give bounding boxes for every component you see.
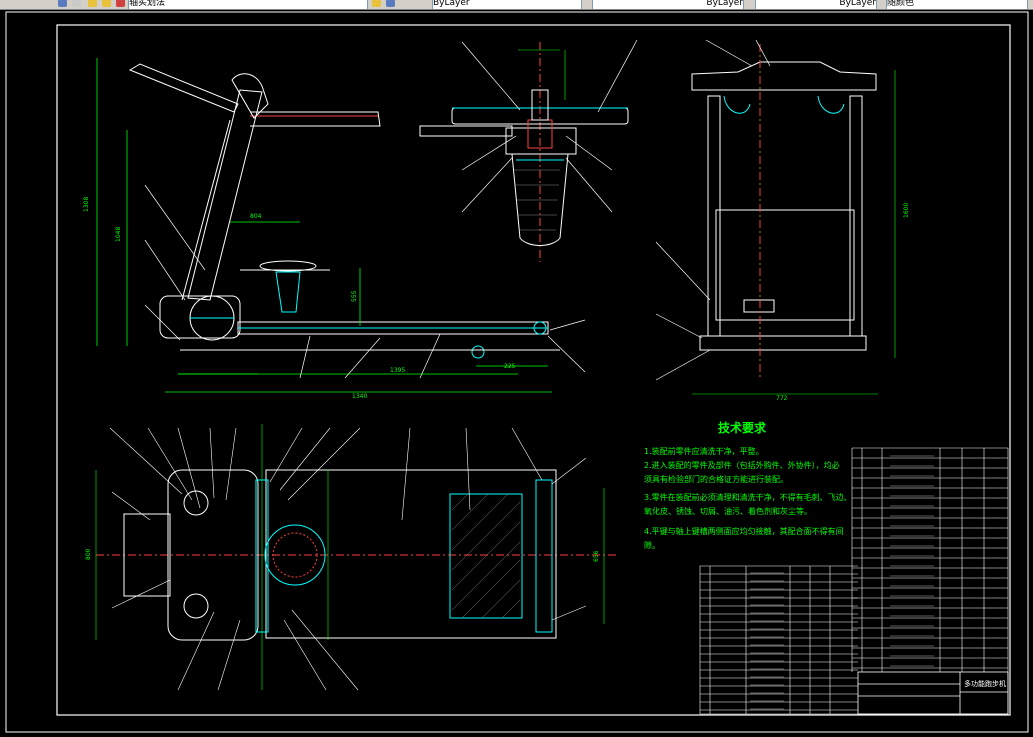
title-block-name: 多功能跑步机 (964, 679, 1006, 688)
plotstyle-combo[interactable]: 随颜色 (886, 0, 1028, 9)
front-view-leaders (655, 39, 771, 381)
make-current-icon[interactable] (372, 0, 381, 7)
dim-label: 1308 (83, 197, 90, 212)
top-view-dims (95, 424, 605, 690)
seat-detail-leaders (461, 39, 638, 213)
parts-list-table (699, 447, 1009, 715)
tech-note-line: 2.进入装配的零件及部件（包括外购件、外协件），均必 (644, 460, 840, 470)
drawing-canvas[interactable]: 1308 1048 804 555 1395 1340 225 (0, 10, 1033, 737)
dim-label: 1600 (903, 203, 910, 218)
linetype-combo[interactable]: ByLayer (592, 0, 744, 9)
side-view-leaders (144, 184, 586, 379)
side-view (128, 63, 560, 359)
tech-note-line: 3.零件在装配前必须清理和清洗干净，不得有毛刺、飞边、 (644, 492, 852, 502)
front-view-dims (692, 70, 896, 395)
dim-label: 225 (504, 363, 516, 370)
tech-requirements-notes: 1.装配前零件应清洗干净，平整。 2.进入装配的零件及部件（包括外购件、外协件）… (644, 446, 852, 550)
front-view (691, 44, 877, 380)
color-swatch-icon[interactable] (116, 0, 125, 7)
side-view-dimensions (96, 58, 552, 393)
tech-note-line: 氧化皮、锈蚀、切屑、油污、着色剂和灰尘等。 (644, 506, 812, 516)
color-combo[interactable]: ByLayer (432, 0, 582, 9)
tech-note-line: 4.平键与轴上键槽两侧面应均匀接触，其配合面不得有间 (644, 526, 844, 536)
dim-label: 804 (250, 213, 262, 220)
layer-combo[interactable]: 轴实划法 (128, 0, 368, 9)
lineweight-combo[interactable]: ByLayer (755, 0, 877, 9)
lock-icon[interactable] (88, 0, 97, 7)
cad-toolbar: 轴实划法 ByLayer ByLayer ByLayer 随颜色 (0, 0, 1033, 10)
dim-label: 656 (593, 550, 600, 562)
front-view-dim-text: 772 1600 (776, 203, 910, 402)
top-view-hatch (451, 493, 521, 619)
top-view-dim-text: 800 656 (85, 548, 600, 562)
title-block (857, 671, 1009, 715)
dim-label: 772 (776, 395, 788, 402)
freeze-icon[interactable] (102, 0, 111, 7)
tech-note-line: 须具有检验部门的合格证方能进行装配。 (644, 474, 788, 484)
seat-detail-dims (518, 49, 566, 100)
drawing-frame (56, 24, 1011, 716)
sun-icon[interactable] (72, 0, 81, 7)
cad-drawing: 1308 1048 804 555 1395 1340 225 (5, 11, 1029, 733)
top-view (96, 469, 618, 641)
side-view-dim-text: 1308 1048 804 555 1395 1340 225 (83, 197, 516, 400)
sheet-border (5, 11, 1029, 733)
dim-label: 800 (85, 548, 92, 560)
dim-label: 1048 (115, 227, 122, 242)
tech-note-line: 隙。 (644, 540, 660, 550)
tech-requirements-title: 技术要求 (718, 420, 767, 435)
layer-previous-icon[interactable] (386, 0, 395, 7)
dim-label: 555 (351, 290, 358, 302)
seat-detail-hatch (514, 169, 560, 231)
layer-state-icon[interactable] (58, 0, 67, 7)
top-view-leaders (109, 427, 587, 691)
dim-label: 1340 (352, 393, 367, 400)
tech-note-line: 1.装配前零件应清洗干净，平整。 (644, 446, 764, 456)
seat-detail-view (419, 42, 629, 262)
dim-label: 1395 (390, 367, 405, 374)
